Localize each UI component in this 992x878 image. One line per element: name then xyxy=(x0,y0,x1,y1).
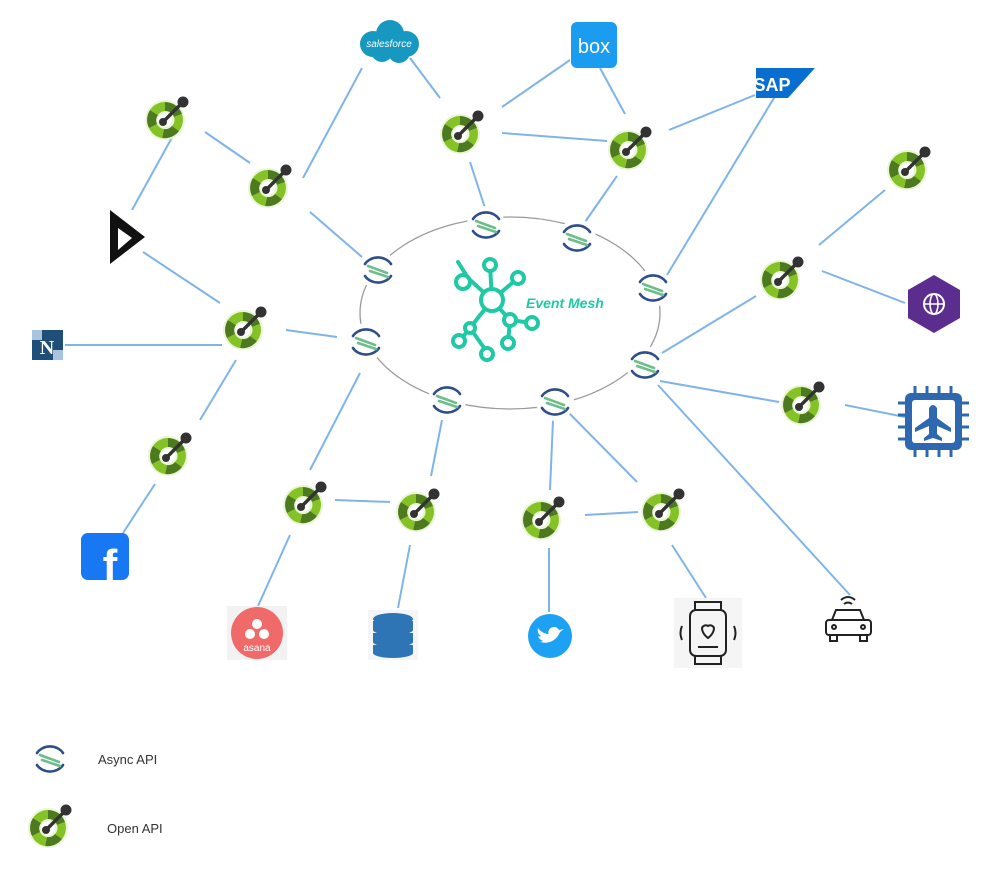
open-api-badge xyxy=(146,430,194,478)
database-icon xyxy=(368,610,418,660)
facebook-icon: f xyxy=(81,533,129,590)
open-api-badge xyxy=(758,254,806,302)
open-api-badge xyxy=(438,108,486,156)
facebook-label: f xyxy=(103,541,118,590)
async-api-badge xyxy=(534,381,576,423)
async-api-badge xyxy=(556,217,598,259)
salesforce-icon: salesforce xyxy=(360,20,419,63)
box-label: box xyxy=(578,36,610,58)
connected-car-icon xyxy=(825,596,872,642)
async-api-badge xyxy=(426,379,468,421)
open-api-badge xyxy=(639,486,687,534)
open-api-badge xyxy=(606,124,654,172)
netsuite-icon: N xyxy=(32,330,63,360)
twitter-icon xyxy=(528,614,572,658)
open-api-badge xyxy=(394,486,442,534)
web-globe-icon xyxy=(908,275,960,333)
open-api-badge xyxy=(281,479,329,527)
event-mesh-nodes xyxy=(451,257,540,362)
legend-open-icon xyxy=(26,802,74,850)
async-api-badge xyxy=(465,204,507,246)
async-api-badge xyxy=(357,249,399,291)
event-mesh-label: Event Mesh xyxy=(526,295,604,311)
smartwatch-icon xyxy=(674,598,742,668)
legend-async-label: Async API xyxy=(98,752,158,767)
open-api-badge xyxy=(519,494,567,542)
open-api-badge xyxy=(143,94,191,142)
sap-icon: SAP xyxy=(753,68,815,98)
sap-label: SAP xyxy=(753,75,790,95)
box-icon: box xyxy=(571,22,617,68)
connection-lines xyxy=(65,57,906,612)
legend-open-label: Open API xyxy=(107,821,163,836)
open-api-badge xyxy=(221,304,269,352)
async-api-badge xyxy=(624,344,666,386)
async-api-badge xyxy=(632,267,674,309)
open-api-badge xyxy=(246,162,294,210)
salesforce-label: salesforce xyxy=(366,39,412,50)
netsuite-label: N xyxy=(40,337,55,359)
airplane-chip-icon xyxy=(898,386,969,457)
legend-async-icon xyxy=(29,738,71,780)
open-api-badge xyxy=(885,144,933,192)
async-api-badge xyxy=(345,321,387,363)
asana-icon: asana xyxy=(227,606,287,660)
dynamics-icon xyxy=(110,210,145,264)
asana-label: asana xyxy=(243,643,271,654)
event-mesh-ring xyxy=(359,216,661,410)
open-api-badge xyxy=(779,379,827,427)
